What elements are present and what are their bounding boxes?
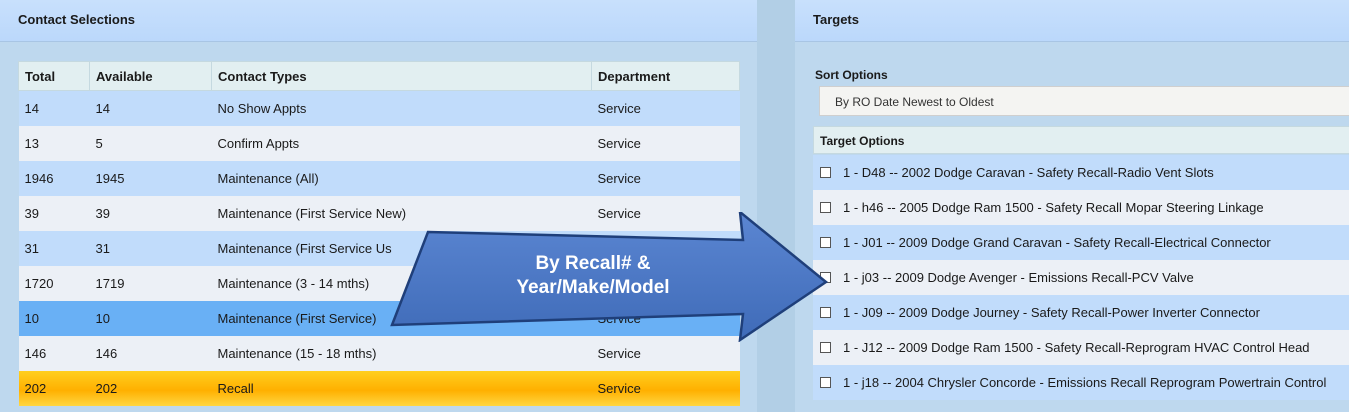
table-header-row: Total Available Contact Types Department <box>18 61 740 91</box>
cell-available: 1945 <box>89 161 212 196</box>
column-header-department[interactable]: Department <box>591 61 740 91</box>
target-option-checkbox[interactable] <box>820 377 831 388</box>
target-option-item[interactable]: 1 - j03 -- 2009 Dodge Avenger - Emission… <box>813 260 1349 295</box>
cell-type: Maintenance (All) <box>211 161 592 196</box>
target-option-item[interactable]: 1 - D48 -- 2002 Dodge Caravan - Safety R… <box>813 155 1349 190</box>
cell-total: 146 <box>18 336 90 371</box>
column-header-available[interactable]: Available <box>89 61 212 91</box>
arrow-label-line1: By Recall# & <box>535 253 651 274</box>
cell-total: 1720 <box>18 266 90 301</box>
recall-arrow-annotation: By Recall# & Year/Make/Model <box>388 212 828 342</box>
sort-options-label: Sort Options <box>815 68 888 82</box>
target-option-label: 1 - j03 -- 2009 Dodge Avenger - Emission… <box>843 270 1194 285</box>
cell-total: 14 <box>18 90 90 126</box>
target-option-checkbox[interactable] <box>820 342 831 353</box>
contact-selections-title: Contact Selections <box>0 0 757 42</box>
target-option-item[interactable]: 1 - J12 -- 2009 Dodge Ram 1500 - Safety … <box>813 330 1349 365</box>
cell-total: 1946 <box>18 161 90 196</box>
target-option-label: 1 - j18 -- 2004 Chrysler Concorde - Emis… <box>843 375 1327 390</box>
targets-title: Targets <box>795 0 1349 42</box>
cell-type: Recall <box>211 371 592 406</box>
target-option-label: 1 - J09 -- 2009 Dodge Journey - Safety R… <box>843 305 1260 320</box>
cell-type: Maintenance (15 - 18 mths) <box>211 336 592 371</box>
target-option-label: 1 - h46 -- 2005 Dodge Ram 1500 - Safety … <box>843 200 1264 215</box>
cell-total: 39 <box>18 196 90 231</box>
cell-available: 39 <box>89 196 212 231</box>
target-option-item[interactable]: 1 - J01 -- 2009 Dodge Grand Caravan - Sa… <box>813 225 1349 260</box>
target-option-checkbox[interactable] <box>820 202 831 213</box>
target-option-checkbox[interactable] <box>820 237 831 248</box>
cell-available: 10 <box>89 301 212 336</box>
cell-type: Confirm Appts <box>211 126 592 161</box>
target-option-item[interactable]: 1 - J09 -- 2009 Dodge Journey - Safety R… <box>813 295 1349 330</box>
cell-department: Service <box>591 126 740 161</box>
cell-available: 146 <box>89 336 212 371</box>
cell-total: 10 <box>18 301 90 336</box>
cell-department: Service <box>591 196 740 231</box>
column-header-contact-types[interactable]: Contact Types <box>211 61 592 91</box>
cell-total: 13 <box>18 126 90 161</box>
sort-options-select[interactable]: By RO Date Newest to Oldest <box>819 86 1349 116</box>
cell-department: Service <box>591 90 740 126</box>
target-options-list: 1 - D48 -- 2002 Dodge Caravan - Safety R… <box>813 155 1349 400</box>
cell-department: Service <box>591 336 740 371</box>
arrow-label-line2: Year/Make/Model <box>516 277 670 298</box>
targets-panel: Targets Sort Options By RO Date Newest t… <box>795 0 1349 412</box>
target-option-checkbox[interactable] <box>820 307 831 318</box>
cell-department: Service <box>591 371 740 406</box>
target-option-item[interactable]: 1 - j18 -- 2004 Chrysler Concorde - Emis… <box>813 365 1349 400</box>
cell-available: 202 <box>89 371 212 406</box>
target-options-label: Target Options <box>813 126 1349 154</box>
cell-total: 202 <box>18 371 90 406</box>
cell-available: 14 <box>89 90 212 126</box>
contact-selections-panel: Contact Selections Total Available Conta… <box>0 0 757 412</box>
target-option-checkbox[interactable] <box>820 167 831 178</box>
cell-type: No Show Appts <box>211 90 592 126</box>
target-option-item[interactable]: 1 - h46 -- 2005 Dodge Ram 1500 - Safety … <box>813 190 1349 225</box>
cell-available: 31 <box>89 231 212 266</box>
cell-available: 1719 <box>89 266 212 301</box>
target-option-label: 1 - J12 -- 2009 Dodge Ram 1500 - Safety … <box>843 340 1310 355</box>
cell-type: Maintenance (First Service New) <box>211 196 592 231</box>
target-option-label: 1 - D48 -- 2002 Dodge Caravan - Safety R… <box>843 165 1214 180</box>
cell-total: 31 <box>18 231 90 266</box>
cell-department: Service <box>591 161 740 196</box>
target-option-label: 1 - J01 -- 2009 Dodge Grand Caravan - Sa… <box>843 235 1271 250</box>
arrow-shape <box>390 212 828 342</box>
cell-available: 5 <box>89 126 212 161</box>
column-header-total[interactable]: Total <box>18 61 90 91</box>
arrow-label: By Recall# & Year/Make/Model <box>468 252 718 300</box>
